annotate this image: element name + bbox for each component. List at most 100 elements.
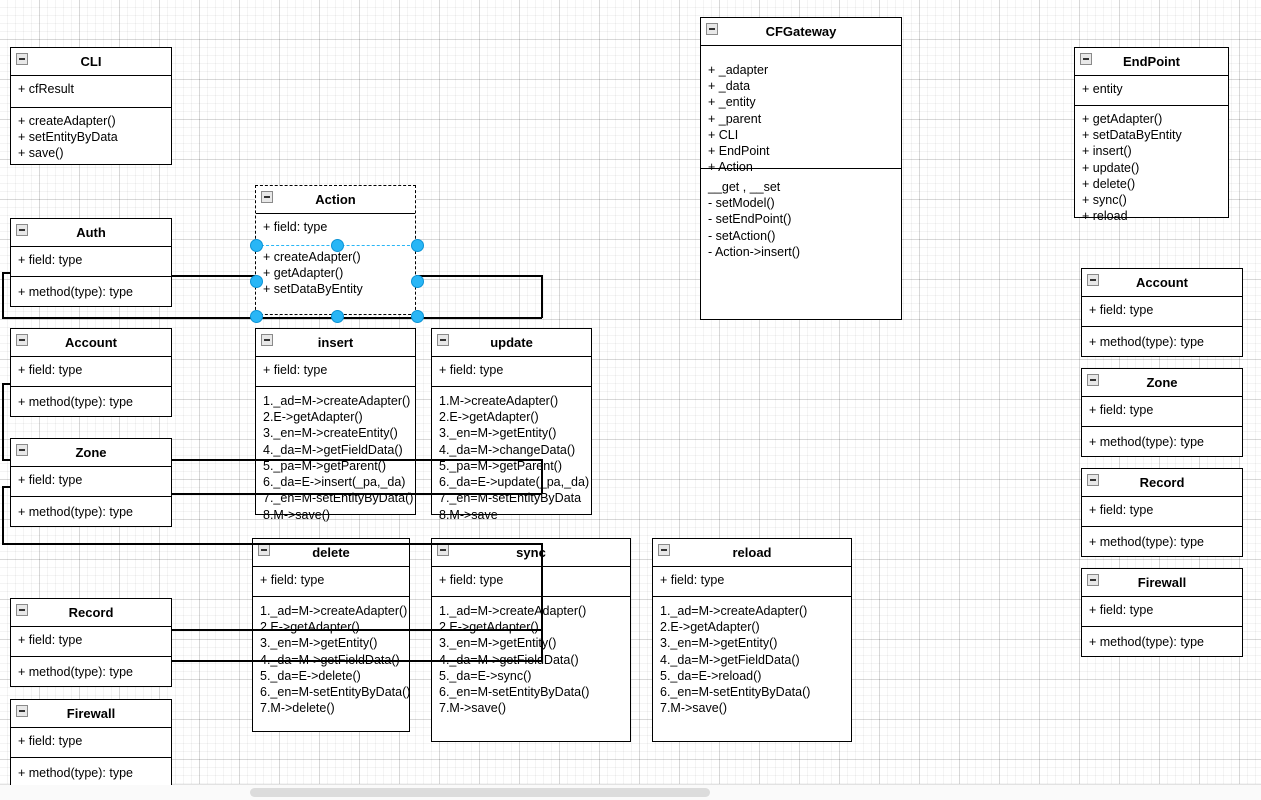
edge-zone-parent-v1[interactable] [2,486,4,544]
collapse-minus-icon[interactable] [1087,474,1099,486]
uml-class-endpoint[interactable]: EndPoint + entity + getAdapter() + setDa… [1074,47,1229,223]
class-name: Account [1136,275,1188,290]
uml-class-record-right[interactable]: Record + field: type + method(type): typ… [1081,468,1243,557]
resize-handle-middle-left[interactable] [249,274,263,288]
method-row: + update() [1082,160,1140,175]
edge-account-child-v[interactable] [541,275,543,318]
class-methods: + method(type): type [1082,525,1242,557]
method-row: + method(type): type [18,284,133,299]
edge-zone-parent-h1[interactable] [2,486,16,488]
collapse-minus-icon[interactable] [658,544,670,556]
collapse-minus-icon[interactable] [1087,374,1099,386]
uml-class-insert[interactable]: insert + field: type 1._ad=M->createAdap… [255,328,416,522]
attribute-row: + field: type [439,362,504,377]
uml-class-firewall-left[interactable]: Firewall + field: type + method(type): t… [10,699,172,785]
attribute-row: + field: type [1089,302,1154,317]
class-name: Account [65,335,117,350]
edge-zone-to-record-h[interactable] [2,543,542,545]
collapse-minus-icon[interactable] [261,191,273,203]
edge-account-to-zone-h[interactable] [2,459,542,461]
collapse-minus-icon[interactable] [1087,574,1099,586]
class-attributes: + field: type [653,567,851,596]
class-attributes: + field: type [1082,297,1242,326]
resize-handle-top-center[interactable] [330,238,344,252]
collapse-minus-icon[interactable] [1087,274,1099,286]
class-methods: 1.M->createAdapter() 2.E->getAdapter() 3… [432,385,591,530]
method-row: __get , __set [708,179,781,194]
collapse-minus-icon[interactable] [258,544,270,556]
collapse-minus-icon[interactable] [437,334,449,346]
collapse-minus-icon[interactable] [16,224,28,236]
method-row: 2.E->getAdapter() [439,410,539,425]
resize-handle-middle-right[interactable] [410,274,424,288]
class-methods: + method(type): type [11,756,171,785]
collapse-minus-icon[interactable] [16,334,28,346]
uml-class-account-right[interactable]: Account + field: type + method(type): ty… [1081,268,1243,357]
collapse-minus-icon[interactable] [437,544,449,556]
method-row: 8.M->save() [263,507,331,522]
edge-account-parent-h[interactable] [2,383,16,385]
edge-record-child-h[interactable] [172,629,542,631]
uml-class-auth[interactable]: Auth + field: type + method(type): type [10,218,172,307]
scrollbar-thumb[interactable] [250,788,710,797]
uml-class-account-left[interactable]: Account + field: type + method(type): ty… [10,328,172,417]
class-attributes: + field: type [11,728,171,757]
uml-class-reload[interactable]: reload + field: type 1._ad=M->createAdap… [652,538,852,742]
uml-class-zone-left[interactable]: Zone + field: type + method(type): type [10,438,172,527]
class-attributes: + field: type [11,627,171,656]
class-name: Record [68,605,114,620]
class-title-bar: Auth [11,219,171,247]
uml-class-cfgateway[interactable]: CFGateway + _adapter + _data + _entity +… [700,17,902,320]
collapse-minus-icon[interactable] [16,53,28,65]
class-attributes: + field: type [11,247,171,276]
method-row: + method(type): type [18,664,133,679]
attribute-row: + field: type [260,572,325,587]
attribute-row: + _entity [708,95,756,110]
resize-handle-bottom-left[interactable] [249,309,263,323]
method-row: 8.M->save [439,507,498,522]
collapse-minus-icon[interactable] [1080,53,1092,65]
method-row: 6._en=M-setEntityByData() [260,685,411,700]
collapse-minus-icon[interactable] [16,705,28,717]
class-attributes: + field: type [1082,597,1242,626]
edge-firewall-child-h[interactable] [172,660,542,662]
method-row: - setEndPoint() [708,212,792,227]
uml-class-update[interactable]: update + field: type 1.M->createAdapter(… [431,328,592,522]
method-row: + delete() [1082,176,1136,191]
edge-auth-parent-v[interactable] [2,272,4,318]
method-row: 3._en=M->getEntity() [439,636,557,651]
method-row: - setModel() [708,196,775,211]
uml-class-delete[interactable]: delete + field: type 1._ad=M->createAdap… [252,538,410,732]
uml-class-sync[interactable]: sync + field: type 1._ad=M->createAdapte… [431,538,631,742]
resize-handle-bottom-center[interactable] [330,309,344,323]
resize-handle-top-right[interactable] [410,238,424,252]
class-title-bar: Action [256,186,415,214]
uml-class-zone-right[interactable]: Zone + field: type + method(type): type [1081,368,1243,457]
collapse-minus-icon[interactable] [16,604,28,616]
attribute-row: + field: type [439,572,504,587]
edge-auth-to-account-h[interactable] [2,317,542,319]
uml-class-cli[interactable]: CLI + cfResult + createAdapter() + setEn… [10,47,172,165]
uml-class-action[interactable]: Action + field: type + createAdapter() +… [255,185,416,315]
collapse-minus-icon[interactable] [16,444,28,456]
uml-class-record-left[interactable]: Record + field: type + method(type): typ… [10,598,172,687]
resize-handle-bottom-right[interactable] [410,309,424,323]
collapse-minus-icon[interactable] [261,334,273,346]
class-attributes: + field: type [256,214,415,241]
method-row: 4._da=M->getFieldData() [260,653,403,669]
edge-account-parent-v[interactable] [2,383,4,460]
edge-zone-child-h[interactable] [172,493,542,495]
uml-class-firewall-right[interactable]: Firewall + field: type + method(type): t… [1081,568,1243,657]
resize-handle-top-left[interactable] [249,238,263,252]
class-name: Action [315,192,356,207]
edge-auth-parent-h[interactable] [2,272,16,274]
method-row: 5._pa=M->getParent() [263,458,386,473]
class-name: delete [312,545,350,560]
edge-record-child-v[interactable] [541,543,543,661]
edge-zone-child-v[interactable] [541,459,543,494]
method-row: + setEntityByData [18,130,118,145]
horizontal-scrollbar[interactable] [0,784,1261,800]
collapse-minus-icon[interactable] [706,23,718,35]
method-row: + save() [18,146,64,161]
